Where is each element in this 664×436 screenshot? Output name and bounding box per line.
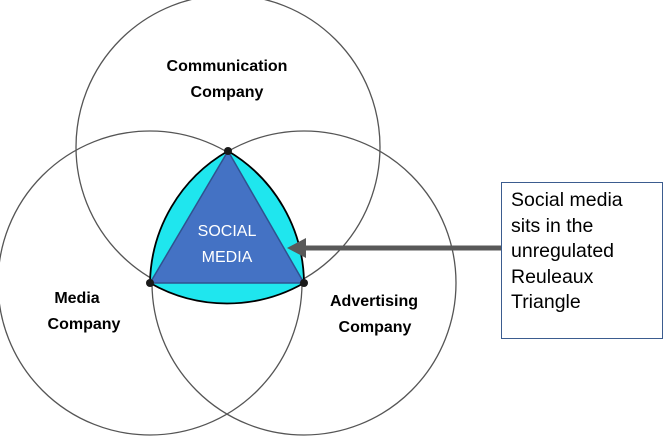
callout-arrow bbox=[287, 238, 501, 258]
center-label-line-2: MEDIA bbox=[202, 249, 253, 266]
vertex-dot-right bbox=[300, 279, 308, 287]
callout-box: Social media sits in the unregulated Reu… bbox=[501, 182, 663, 339]
media-label-line-2: Company bbox=[48, 316, 121, 333]
callout-line-1: Social media bbox=[511, 189, 623, 211]
callout-line-5: Triangle bbox=[511, 291, 581, 313]
vertex-dot-left bbox=[146, 279, 154, 287]
communication-label-line-2: Company bbox=[191, 84, 264, 101]
callout-line-2: sits in the bbox=[511, 214, 594, 237]
callout-line-3: unregulated bbox=[511, 240, 615, 262]
advertising-label-line-1: Advertising bbox=[330, 293, 418, 310]
social-media-triangle bbox=[148, 149, 306, 284]
vertex-dot-top bbox=[224, 147, 232, 155]
callout-line-4: Reuleaux bbox=[511, 265, 594, 288]
communication-label-line-1: Communication bbox=[167, 58, 288, 75]
advertising-label-line-2: Company bbox=[339, 319, 412, 336]
media-label-line-1: Media bbox=[54, 290, 99, 307]
center-label-line-1: SOCIAL bbox=[198, 223, 257, 240]
